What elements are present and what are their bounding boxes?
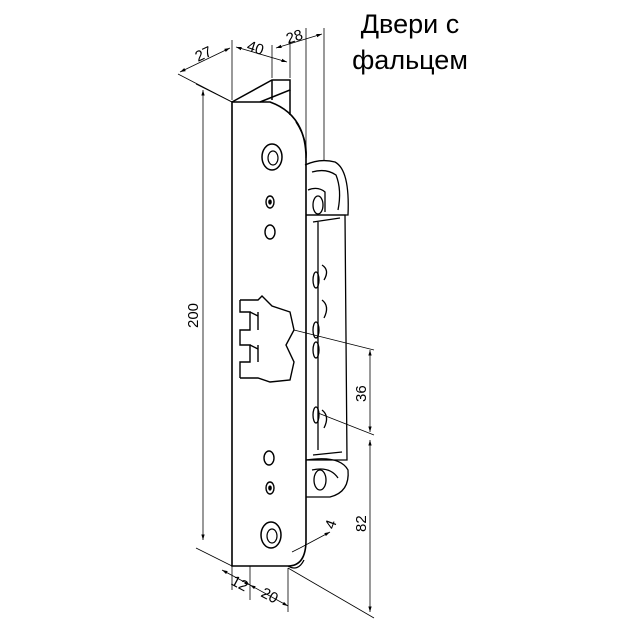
caption-line-2: фальцем xyxy=(352,45,468,75)
follower-holes-upper xyxy=(264,195,276,240)
caption-line-1: Двери с xyxy=(360,9,460,39)
dim-4: 4 xyxy=(322,518,341,532)
dim-20: 20 xyxy=(258,585,281,608)
screw-hole-bottom xyxy=(260,521,282,549)
faceplate xyxy=(231,79,307,569)
dim-82: 82 xyxy=(353,515,370,532)
screw-hole-top xyxy=(261,143,283,171)
dim-36: 36 xyxy=(353,385,370,402)
dim-12: 12 xyxy=(228,573,251,596)
dim-40: 40 xyxy=(245,38,266,59)
dim-28: 28 xyxy=(284,26,305,47)
lock-body xyxy=(304,159,349,498)
dim-27: 27 xyxy=(193,43,215,65)
dimension-lines xyxy=(177,28,375,619)
dim-200: 200 xyxy=(185,303,202,328)
follower-holes-lower xyxy=(263,450,275,495)
latch-opening xyxy=(239,295,295,383)
